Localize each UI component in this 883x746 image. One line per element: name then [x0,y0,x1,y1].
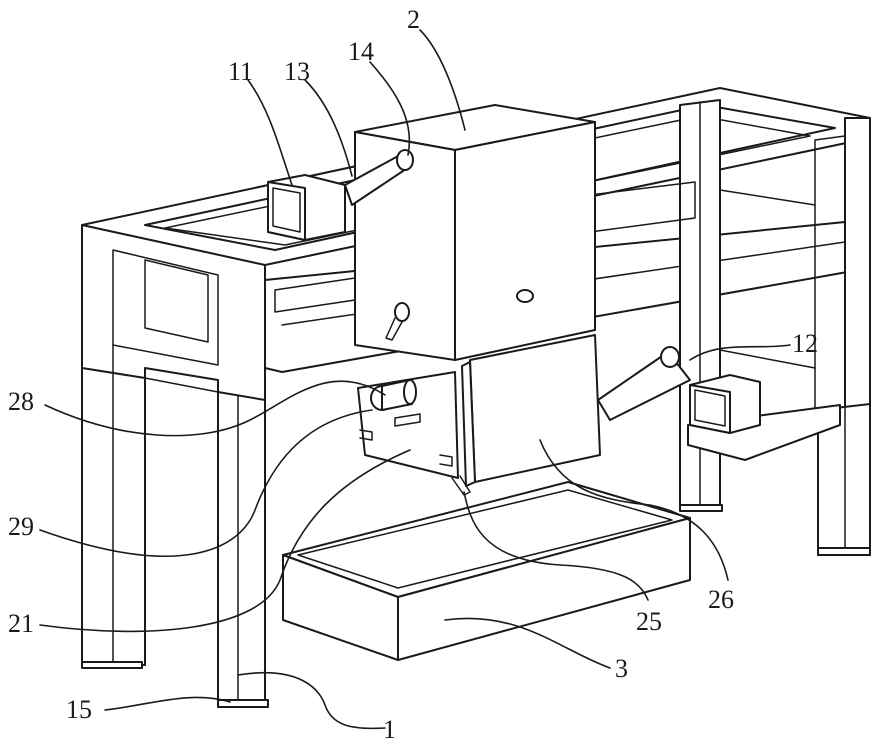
label-26: 26 [708,585,734,614]
tray [283,482,690,660]
leader-11 [248,80,292,185]
sliding-block [355,105,595,360]
label-28: 28 [8,387,34,416]
label-11: 11 [228,57,253,86]
label-14: 14 [348,37,374,66]
label-1: 1 [383,715,396,744]
label-15: 15 [66,695,92,724]
leader-15 [105,697,230,710]
label-21: 21 [8,609,34,638]
leader-13 [305,80,352,176]
clamp-plate [358,372,470,495]
label-3: 3 [615,654,628,683]
label-2: 2 [407,5,420,34]
label-29: 29 [8,512,34,541]
label-25: 25 [636,607,662,636]
label-12: 12 [792,329,818,358]
label-13: 13 [284,57,310,86]
